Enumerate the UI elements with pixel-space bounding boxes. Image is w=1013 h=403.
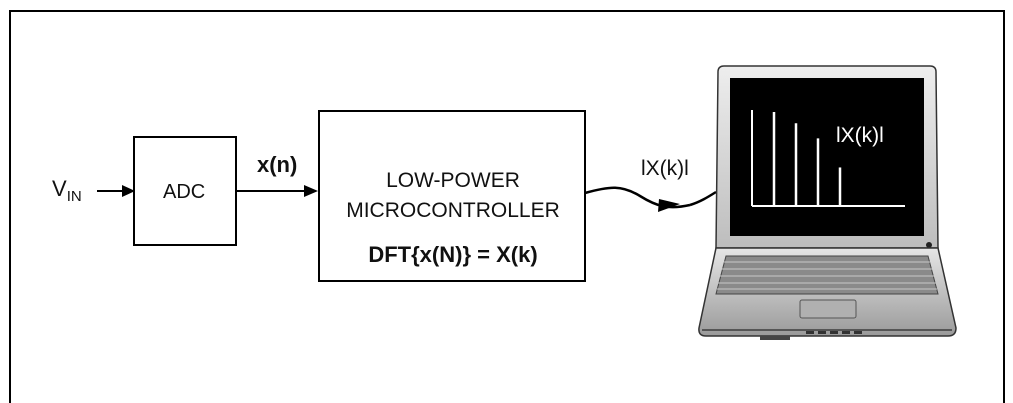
- microcontroller-block: [318, 110, 586, 282]
- mcu-title-line1: LOW-POWER: [386, 169, 520, 192]
- adc-label: ADC: [163, 181, 206, 203]
- mcu-title-line2: MICROCONTROLLER: [346, 199, 560, 222]
- laptop-screen: [730, 78, 924, 236]
- dft-equation: DFT{x(N)} = X(k): [368, 242, 538, 267]
- cable-label: lX(k)l: [641, 157, 689, 180]
- vin-label: VIN: [52, 176, 82, 205]
- signal-label: x(n): [257, 152, 298, 177]
- screen-label: lX(k)l: [836, 124, 884, 147]
- outer-frame: [9, 10, 1005, 403]
- vin-main: V: [52, 176, 67, 201]
- adc-block: [133, 136, 237, 246]
- spectrum-plot: [751, 110, 905, 207]
- xn-arrow: [236, 185, 318, 197]
- vin-arrow: [97, 185, 135, 197]
- laptop-icon: [698, 65, 957, 340]
- cable-arrow: [584, 186, 717, 212]
- vin-subscript: IN: [66, 188, 82, 205]
